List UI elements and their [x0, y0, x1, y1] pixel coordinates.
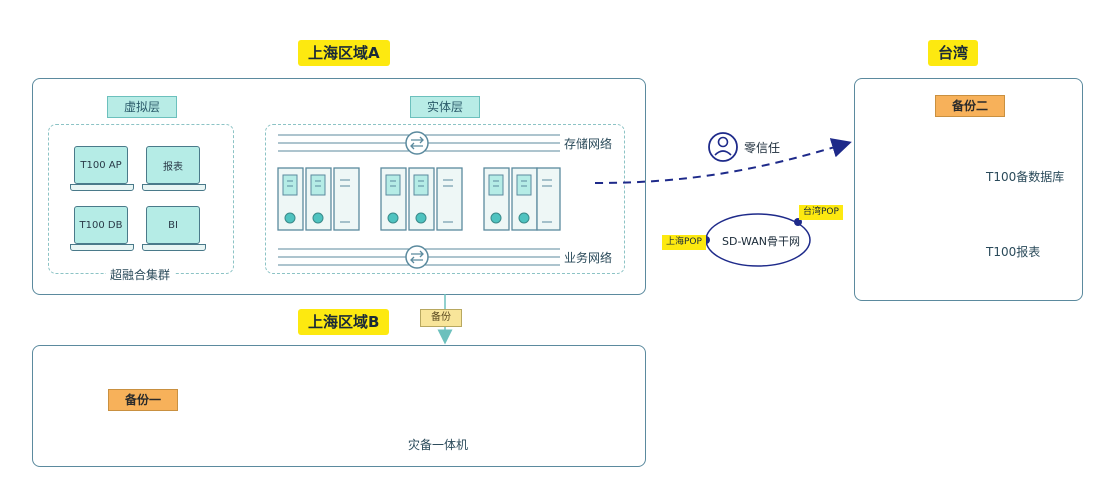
zero-trust-arrow [594, 138, 852, 184]
laptop-t100-db: T100 DB [70, 206, 134, 252]
business-switch-icon [405, 245, 429, 269]
pop-taiwan-label: 台湾POP [799, 205, 843, 220]
virtual-layer-tag: 虚拟层 [107, 96, 178, 118]
laptop-bi: BI [142, 206, 206, 252]
t100-backup-db-label: T100备数据库 [986, 170, 1065, 184]
backup-arrow-tag: 备份 [420, 309, 462, 327]
server-group-a3 [483, 167, 561, 231]
laptop-t100-ap: T100 AP [70, 146, 134, 192]
hci-cluster-label: 超融合集群 [106, 266, 175, 283]
laptop-label: T100 DB [74, 206, 128, 244]
physical-layer-tag: 实体层 [410, 96, 481, 118]
pop-shanghai-label: 上海POP [662, 235, 706, 250]
laptop-label: 报表 [146, 146, 200, 184]
zero-trust-label: 零信任 [744, 141, 781, 155]
region-title-taiwan: 台湾 [928, 40, 979, 66]
physical-layer-box [265, 124, 625, 274]
backup-two-tag: 备份二 [935, 95, 1006, 117]
business-network-label: 业务网络 [564, 251, 613, 265]
region-title-shanghai-b: 上海区域B [298, 309, 390, 335]
laptop-label: BI [146, 206, 200, 244]
laptop-report: 报表 [142, 146, 206, 192]
sdwan-label: SD-WAN骨干网 [722, 235, 801, 248]
t100-report-label: T100报表 [986, 245, 1041, 259]
backup-one-tag: 备份一 [108, 389, 179, 411]
server-group-a1 [277, 167, 360, 231]
region-title-shanghai-a: 上海区域A [298, 40, 390, 66]
storage-switch-icon [405, 131, 429, 155]
laptop-label: T100 AP [74, 146, 128, 184]
pop-dot-taiwan [794, 218, 802, 226]
server-group-a2 [380, 167, 463, 231]
dr-appliance-label: 灾备一体机 [408, 438, 469, 452]
storage-network-label: 存储网络 [564, 137, 613, 151]
user-icon [708, 132, 738, 162]
